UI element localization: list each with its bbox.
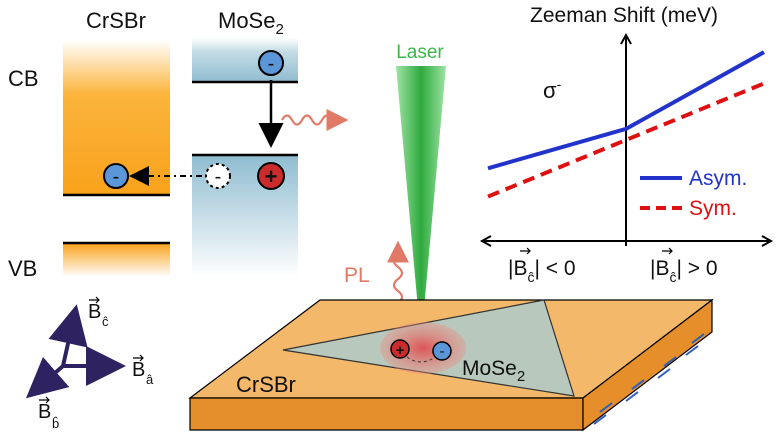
sample-slab: + - MoSe2 CrSBr	[188, 298, 714, 432]
series-line-asym	[487, 50, 765, 171]
photon-emission-wave	[281, 109, 349, 131]
spin-arrows	[593, 333, 705, 425]
cb-label: CB	[8, 66, 39, 91]
x-axis-left-arrowhead	[479, 235, 492, 247]
laser-spot	[380, 322, 466, 374]
band-diagram: CrSBr MoSe2 CB VB - + - -	[8, 8, 349, 281]
c-axis-label: B ĉ	[88, 296, 109, 329]
a-axis-label: B â	[132, 354, 154, 387]
y-axis-arrowhead	[620, 32, 632, 45]
x-left-vector-arrow	[520, 247, 531, 255]
sample-mose2-label: MoSe2	[462, 357, 525, 385]
slab-front-face	[189, 397, 584, 431]
svg-text:ĉ: ĉ	[102, 314, 109, 329]
mose2-electron: -	[258, 50, 284, 76]
svg-text:-: -	[215, 166, 222, 188]
svg-text:-: -	[268, 53, 275, 75]
zeeman-shift-chart: Zeeman Shift (meV) σ- Asym. Sym. |Bĉ| < …	[479, 4, 774, 285]
svg-text:-: -	[113, 166, 120, 188]
svg-text:b̂: b̂	[52, 416, 59, 431]
series-line-sym	[487, 81, 765, 199]
vb-label: VB	[8, 256, 37, 281]
series-layer	[487, 50, 765, 199]
crsbr-valence-band	[63, 243, 170, 277]
crystal-axes-triad: B ĉ B â B b̂	[25, 296, 154, 431]
optical-excitation: Laser PL	[344, 42, 446, 342]
b-axis-arrow	[25, 356, 70, 399]
slab-side-face	[582, 298, 713, 432]
svg-text:B: B	[132, 359, 145, 381]
svg-text:+: +	[396, 342, 405, 359]
x-right-vector-arrow	[662, 247, 673, 255]
sample-hole: +	[390, 339, 410, 359]
svg-text:â: â	[146, 372, 154, 387]
svg-text:B: B	[38, 401, 51, 423]
x-axis-right-arrowhead	[761, 235, 774, 247]
legend-label-asym: Asym.	[689, 167, 747, 190]
sample-crsbr-label: CrSBr	[236, 372, 296, 397]
laser-beam	[396, 66, 446, 342]
b-axis-label: B b̂	[38, 396, 59, 431]
legend: Asym. Sym.	[640, 167, 747, 220]
exciton-binding	[406, 356, 436, 363]
c-axis-arrow	[48, 304, 88, 367]
legend-label-sym: Sym.	[689, 197, 737, 220]
pl-label: PL	[344, 264, 370, 287]
x-left-label: |Bĉ| < 0	[508, 257, 576, 285]
svg-text:+: +	[265, 164, 278, 189]
crsbr-electron: -	[103, 163, 129, 189]
laser-label: Laser	[396, 42, 444, 63]
crsbr-column-label: CrSBr	[86, 8, 146, 33]
sigma-annotation: σ-	[543, 76, 562, 103]
svg-text:B: B	[88, 301, 101, 323]
svg-text:-: -	[440, 343, 445, 360]
transferred-electron-ghost: -	[205, 163, 231, 189]
x-right-label: |Bĉ| > 0	[650, 257, 718, 285]
chart-title: Zeeman Shift (meV)	[530, 4, 718, 27]
sample-electron: -	[432, 341, 452, 361]
mose2-column-label: MoSe2	[218, 8, 284, 38]
mose2-hole: +	[257, 162, 285, 190]
